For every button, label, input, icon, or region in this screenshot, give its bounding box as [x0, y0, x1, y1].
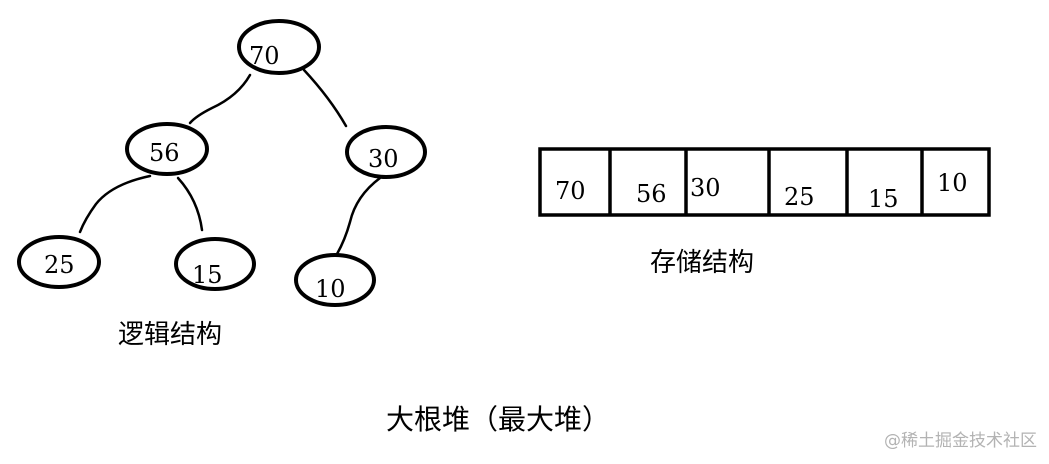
node-ellipse: [125, 122, 209, 176]
node-label: 30: [368, 145, 399, 173]
array-cell-value: 15: [868, 185, 899, 213]
array-outline: [538, 147, 991, 217]
node-label: 56: [149, 139, 180, 167]
node-ellipse: [237, 19, 321, 75]
tree-node: 25: [17, 235, 101, 289]
tree-node: 70: [237, 19, 321, 75]
tree-node: 15: [174, 237, 256, 291]
tree-node: 10: [294, 253, 376, 307]
tree-edges: [78, 68, 382, 256]
node-label: 25: [44, 251, 75, 279]
node-ellipse: [17, 235, 101, 289]
tree-node: 30: [345, 125, 427, 179]
array-cell-value: 25: [784, 183, 815, 211]
storage-array: 70 56 30 25 15 10: [538, 147, 991, 217]
diagram-title: 大根堆（最大堆）: [386, 403, 611, 436]
node-ellipse: [345, 125, 427, 179]
node-label: 10: [315, 275, 346, 303]
node-label: 70: [249, 42, 280, 70]
storage-structure-label: 存储结构: [650, 248, 755, 278]
node-ellipse: [174, 237, 256, 291]
watermark: @稀土掘金技术社区: [884, 431, 1037, 451]
tree-nodes: 70 56 30 25 15 10: [17, 19, 427, 307]
node-ellipse: [294, 253, 376, 307]
edge-70-56: [188, 73, 252, 125]
tree-node: 56: [125, 122, 209, 176]
edge-30-10: [335, 176, 382, 256]
logical-structure-label: 逻辑结构: [118, 320, 223, 350]
array-cell-value: 30: [690, 174, 721, 202]
edge-70-30: [302, 68, 348, 128]
edge-56-15: [176, 176, 204, 232]
array-cell-value: 70: [555, 177, 586, 205]
array-cell-value: 56: [636, 180, 667, 208]
node-label: 15: [192, 261, 223, 289]
edge-56-25: [78, 174, 152, 234]
array-cell-value: 10: [937, 169, 968, 197]
